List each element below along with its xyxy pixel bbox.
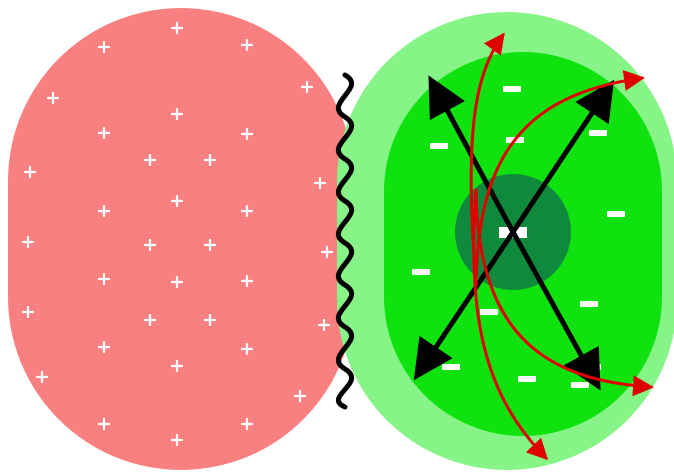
minus-icon (571, 382, 589, 388)
minus-icon (430, 143, 448, 149)
minus-icon (412, 269, 430, 275)
minus-icon (607, 211, 625, 217)
minus-icon (580, 301, 598, 307)
minus-icon (442, 364, 460, 370)
minus-icon (589, 130, 607, 136)
positive-region (8, 8, 354, 470)
minus-icon (503, 86, 521, 92)
minus-icon (480, 309, 498, 315)
minus-icon (518, 376, 536, 382)
